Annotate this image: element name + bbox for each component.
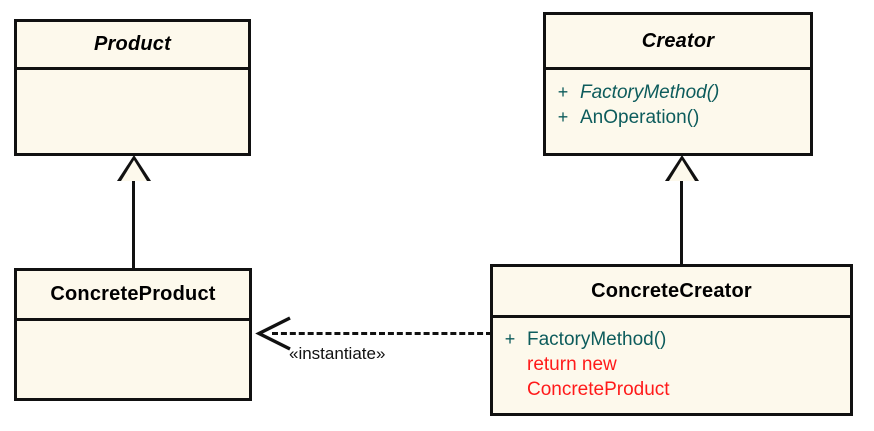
open-arrowhead-icon [255, 316, 291, 351]
triangle-fill [669, 160, 695, 181]
class-members-compartment-product [17, 70, 248, 153]
dependency-arrowhead-instantiate [252, 315, 292, 353]
member-note-line: return new [527, 354, 617, 376]
class-name-product: Product [94, 33, 171, 55]
class-box-creator[interactable]: Creator + FactoryMethod() + AnOperation(… [543, 12, 813, 156]
member-signature: FactoryMethod() [527, 329, 667, 350]
dependency-line-instantiate [272, 332, 492, 335]
class-title-compartment-concrete-product: ConcreteProduct [17, 271, 249, 321]
member-note-line: ConcreteProduct [527, 379, 670, 401]
generalization-line-creator [680, 181, 683, 265]
class-members-compartment-concrete-creator: + FactoryMethod() return new ConcretePro… [493, 318, 850, 413]
member-signature: FactoryMethod() [580, 82, 720, 103]
class-title-compartment-product: Product [17, 22, 248, 70]
generalization-line-product [132, 181, 135, 269]
class-box-product[interactable]: Product [14, 19, 251, 156]
class-member-row: + FactoryMethod() [546, 80, 810, 105]
class-name-concrete-product: ConcreteProduct [50, 283, 216, 305]
member-visibility-icon: + [557, 107, 569, 128]
member-visibility-icon: + [557, 82, 569, 102]
class-title-compartment-creator: Creator [546, 15, 810, 70]
member-visibility-icon: + [504, 329, 516, 349]
member-signature: AnOperation() [580, 107, 700, 129]
class-members-compartment-concrete-product [17, 321, 249, 398]
class-title-compartment-concrete-creator: ConcreteCreator [493, 267, 850, 318]
dependency-label-instantiate: «instantiate» [289, 344, 386, 363]
class-box-concrete-product[interactable]: ConcreteProduct [14, 268, 252, 401]
class-members-compartment-creator: + FactoryMethod() + AnOperation() [546, 70, 810, 153]
class-name-creator: Creator [641, 29, 715, 52]
class-member-row: + AnOperation() [546, 105, 810, 130]
class-box-concrete-creator[interactable]: ConcreteCreator + FactoryMethod() return… [490, 264, 853, 416]
class-member-row: + FactoryMethod() [493, 327, 850, 352]
triangle-fill [121, 160, 147, 181]
class-name-concrete-creator: ConcreteCreator [591, 279, 752, 302]
